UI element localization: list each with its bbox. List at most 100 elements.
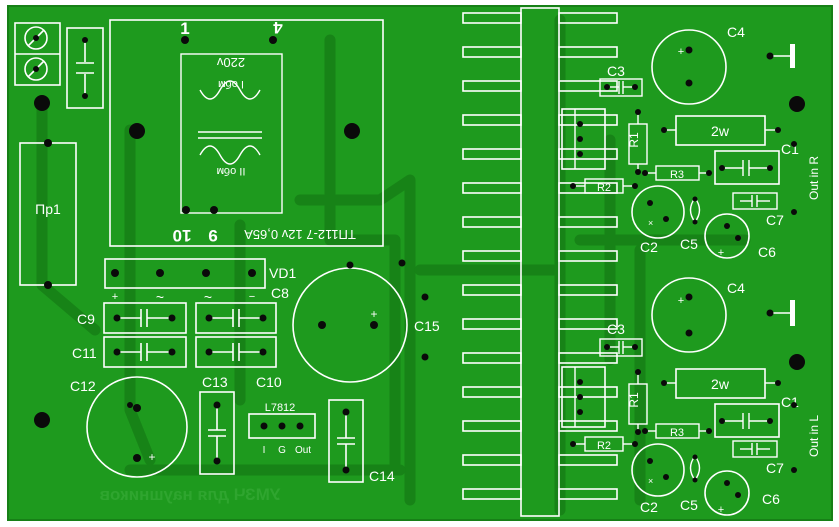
ch-r-c3: C3 <box>599 63 643 97</box>
vd1-plus: + <box>112 291 118 303</box>
label-c9: C9 <box>77 311 95 327</box>
ch-r-c4-plus: + <box>678 46 684 58</box>
ch-l-c5: C5 <box>680 454 701 513</box>
ch-l-c4-plus: + <box>678 295 684 307</box>
ch-l-label-r2: R2 <box>597 440 611 452</box>
ch-r-label-c5: C5 <box>680 236 698 252</box>
ch-l-label-c5: C5 <box>680 497 698 513</box>
ch-r-label-r1: R1 <box>627 132 641 148</box>
ch-r-label-r2: R2 <box>597 182 611 194</box>
ch-r-label-c6: C6 <box>758 244 776 260</box>
copper-tracks <box>36 14 751 516</box>
channel-r: + C4 C3 R1 <box>561 24 821 260</box>
ch-l-label-c3: C3 <box>607 321 625 337</box>
label-c14: C14 <box>369 468 395 484</box>
ch-l-out-label: Out in L <box>807 415 821 457</box>
ch-l-c7: C7 <box>732 440 784 476</box>
label-pr1: Пр1 <box>35 201 61 217</box>
heatsink <box>462 7 618 517</box>
board-title: УМЗЧ для наушников <box>100 485 281 504</box>
ch-l-label-r3: R3 <box>670 427 684 439</box>
ch-l-label-c1: C1 <box>781 394 799 410</box>
ch-r-r1: R1 <box>627 109 648 175</box>
ch-r-label-c3: C3 <box>607 63 625 79</box>
label-reg: L7812 <box>265 402 296 414</box>
vd1-ac2: ~ <box>204 289 212 305</box>
caps-bridge <box>103 302 277 368</box>
ch-r-r3: R3 <box>642 165 712 181</box>
fuse-pr1: Пр1 <box>19 139 77 289</box>
ch-l-c3: C3 <box>599 321 643 357</box>
ch-r-label-c2: C2 <box>640 239 658 255</box>
mounting-holes <box>34 95 805 428</box>
ch-r-2w: 2w <box>661 115 781 146</box>
ch-r-c6: + C6 <box>704 213 776 260</box>
heatsink-fins-right <box>558 12 618 500</box>
ch-r-r2: R2 <box>570 178 638 194</box>
ch-r-c2: × C2 <box>631 185 685 255</box>
label-c10: C10 <box>256 374 282 390</box>
ch-l-label-2w: 2w <box>711 376 730 392</box>
ch-r-c2-x: × <box>648 218 653 228</box>
ch-l-c2: × C2 <box>631 443 685 515</box>
ch-l-transistor <box>561 366 606 428</box>
ch-l-r2: R2 <box>570 436 638 452</box>
cap-c15: + C15 <box>292 267 440 383</box>
ch-r-label-2w: 2w <box>711 123 730 139</box>
reg-pin-out: Out <box>295 445 311 456</box>
vd1-minus: − <box>249 291 255 303</box>
ch-l-label-c7: C7 <box>766 460 784 476</box>
tr-winding-2-label: II обм <box>217 165 246 177</box>
c12-plus: + <box>148 450 155 464</box>
caps-bridge-pads <box>113 314 267 356</box>
regulator-l7812: L7812 C10 I G Out <box>248 374 316 456</box>
label-c12: C12 <box>70 378 96 394</box>
heatsink-fins-left <box>462 12 522 500</box>
diode-bridge-vd1: + ~ ~ − VD1 C8 <box>104 258 296 305</box>
transformer: 1 4 220v I обм II обм 9 10 ТП112-7 12v 0… <box>109 18 384 247</box>
ch-r-out-label: Out in R <box>807 156 821 200</box>
ch-l-c2-x: × <box>648 476 653 486</box>
ch-r-label-c4: C4 <box>727 24 745 40</box>
label-vd1: VD1 <box>269 265 296 281</box>
ch-l-c6-plus: + <box>718 504 724 516</box>
tr-winding-1-voltage: 220v <box>216 55 245 70</box>
ch-l-label-r1: R1 <box>627 392 641 408</box>
ch-r-c5: C5 <box>680 196 701 252</box>
cap-top-left <box>66 27 104 109</box>
label-c8: C8 <box>271 285 289 301</box>
ch-r-jumper <box>790 44 795 68</box>
label-c13: C13 <box>202 374 228 390</box>
tr-pin-1: 1 <box>180 19 189 38</box>
tr-pin-4: 4 <box>273 18 283 37</box>
ch-r-label-r3: R3 <box>670 169 684 181</box>
ch-l-2w: 2w <box>661 368 781 399</box>
reg-pin-g: G <box>278 445 286 456</box>
tr-pin-10: 10 <box>173 226 192 245</box>
ch-l-label-c6: C6 <box>762 491 780 507</box>
label-c11: C11 <box>72 345 97 361</box>
cap-c13: C13 <box>199 374 235 475</box>
channel-l: + C4 C3 R1 <box>561 277 821 516</box>
misc-vias <box>127 259 429 408</box>
reg-pin-i: I <box>263 445 266 456</box>
ch-r-transistor <box>561 108 606 170</box>
ch-r-c7: C7 <box>732 192 784 228</box>
ch-r-label-c7: C7 <box>766 212 784 228</box>
ch-l-label-c2: C2 <box>640 499 658 515</box>
cap-c12: + C12 <box>70 376 188 478</box>
tr-pin-9: 9 <box>208 226 217 245</box>
ch-l-c4: + C4 <box>651 277 745 353</box>
ch-l-jumper <box>790 300 795 326</box>
label-c15: C15 <box>414 318 440 334</box>
vd1-ac1: ~ <box>156 289 164 305</box>
c15-plus: + <box>370 307 377 321</box>
ch-l-label-c4: C4 <box>727 280 745 296</box>
cap-c14: C14 <box>328 399 395 484</box>
ch-r-c4: + C4 <box>651 24 745 105</box>
tr-model: ТП112-7 12v 0,65A <box>244 227 356 242</box>
tr-winding-1-label: I обм <box>218 78 244 90</box>
ch-l-r3: R3 <box>642 423 712 439</box>
ch-r-c6-plus: + <box>718 247 724 259</box>
